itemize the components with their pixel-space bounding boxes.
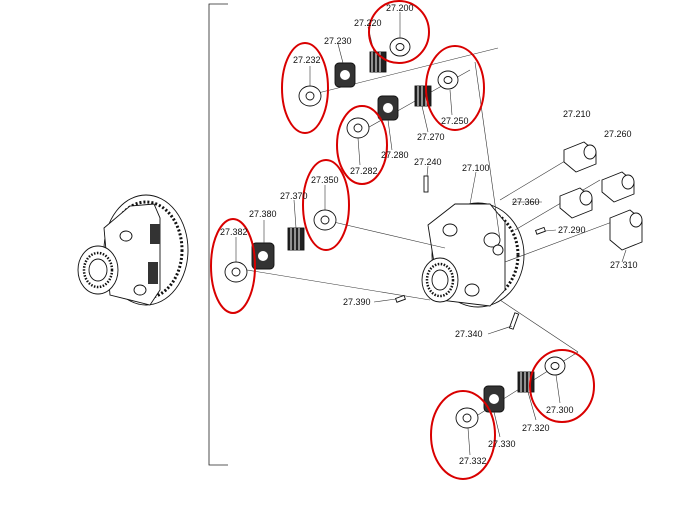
label-27-282: 27.282	[350, 166, 378, 176]
pin-27-360	[559, 187, 593, 219]
label-27-240: 27.240	[414, 157, 442, 167]
label-27-200: 27.200	[386, 3, 414, 13]
roll-pin-27-290	[534, 226, 546, 235]
part-labels: 27.200 27.220 27.230 27.232 27.250 27.27…	[220, 3, 638, 466]
washer-27-382	[224, 261, 248, 283]
pin-27-210	[563, 141, 597, 173]
highlight-circles	[210, 0, 595, 480]
label-27-220: 27.220	[354, 18, 382, 28]
planet-carrier-27-100	[421, 202, 525, 308]
label-27-100: 27.100	[462, 163, 490, 173]
label-27-210: 27.210	[563, 109, 591, 119]
pin-27-260	[601, 171, 635, 203]
label-27-300: 27.300	[546, 405, 574, 415]
label-27-310: 27.310	[610, 260, 638, 270]
label-27-260: 27.260	[604, 129, 632, 139]
assembled-planet-carrier	[77, 194, 189, 306]
highlight-27-382	[210, 218, 256, 314]
label-27-250: 27.250	[441, 116, 469, 126]
label-27-332: 27.332	[459, 456, 487, 466]
highlight-27-300	[529, 349, 595, 423]
label-27-232: 27.232	[293, 55, 321, 65]
washer-27-250	[437, 70, 459, 90]
needle-bearing-27-370	[287, 227, 305, 251]
roll-pin-27-340	[508, 312, 520, 330]
washer-27-350	[313, 209, 337, 231]
highlight-27-282	[336, 105, 388, 185]
label-27-360: 27.360	[512, 197, 540, 207]
label-27-290: 27.290	[558, 225, 586, 235]
label-27-382: 27.382	[220, 227, 248, 237]
label-27-380: 27.380	[249, 209, 277, 219]
highlight-27-200	[368, 0, 430, 64]
washer-27-300	[544, 356, 566, 376]
highlight-27-250	[425, 45, 485, 131]
washer-27-232	[298, 85, 322, 107]
highlight-27-232	[281, 42, 329, 134]
planet-gear-27-380	[251, 242, 275, 270]
washer-27-282	[346, 117, 370, 139]
label-27-390: 27.390	[343, 297, 371, 307]
highlight-27-332	[430, 390, 496, 480]
label-27-230: 27.230	[324, 36, 352, 46]
label-27-330: 27.330	[488, 439, 516, 449]
washer-27-332	[455, 407, 479, 429]
planet-gear-27-330	[483, 385, 505, 413]
leader-lines	[235, 12, 627, 456]
roll-pin-27-240	[423, 175, 429, 193]
pin-27-310	[609, 209, 643, 251]
label-27-370: 27.370	[280, 191, 308, 201]
label-27-350: 27.350	[311, 175, 339, 185]
label-27-340: 27.340	[455, 329, 483, 339]
label-27-320: 27.320	[522, 423, 550, 433]
roll-pin-27-390	[394, 294, 406, 303]
assembly-bracket	[208, 3, 228, 466]
label-27-270: 27.270	[417, 132, 445, 142]
washer-27-200	[389, 37, 411, 57]
label-27-280: 27.280	[381, 150, 409, 160]
highlight-27-350	[302, 159, 350, 251]
planet-gear-27-230	[334, 62, 356, 88]
planet-gear-27-280	[377, 95, 399, 121]
